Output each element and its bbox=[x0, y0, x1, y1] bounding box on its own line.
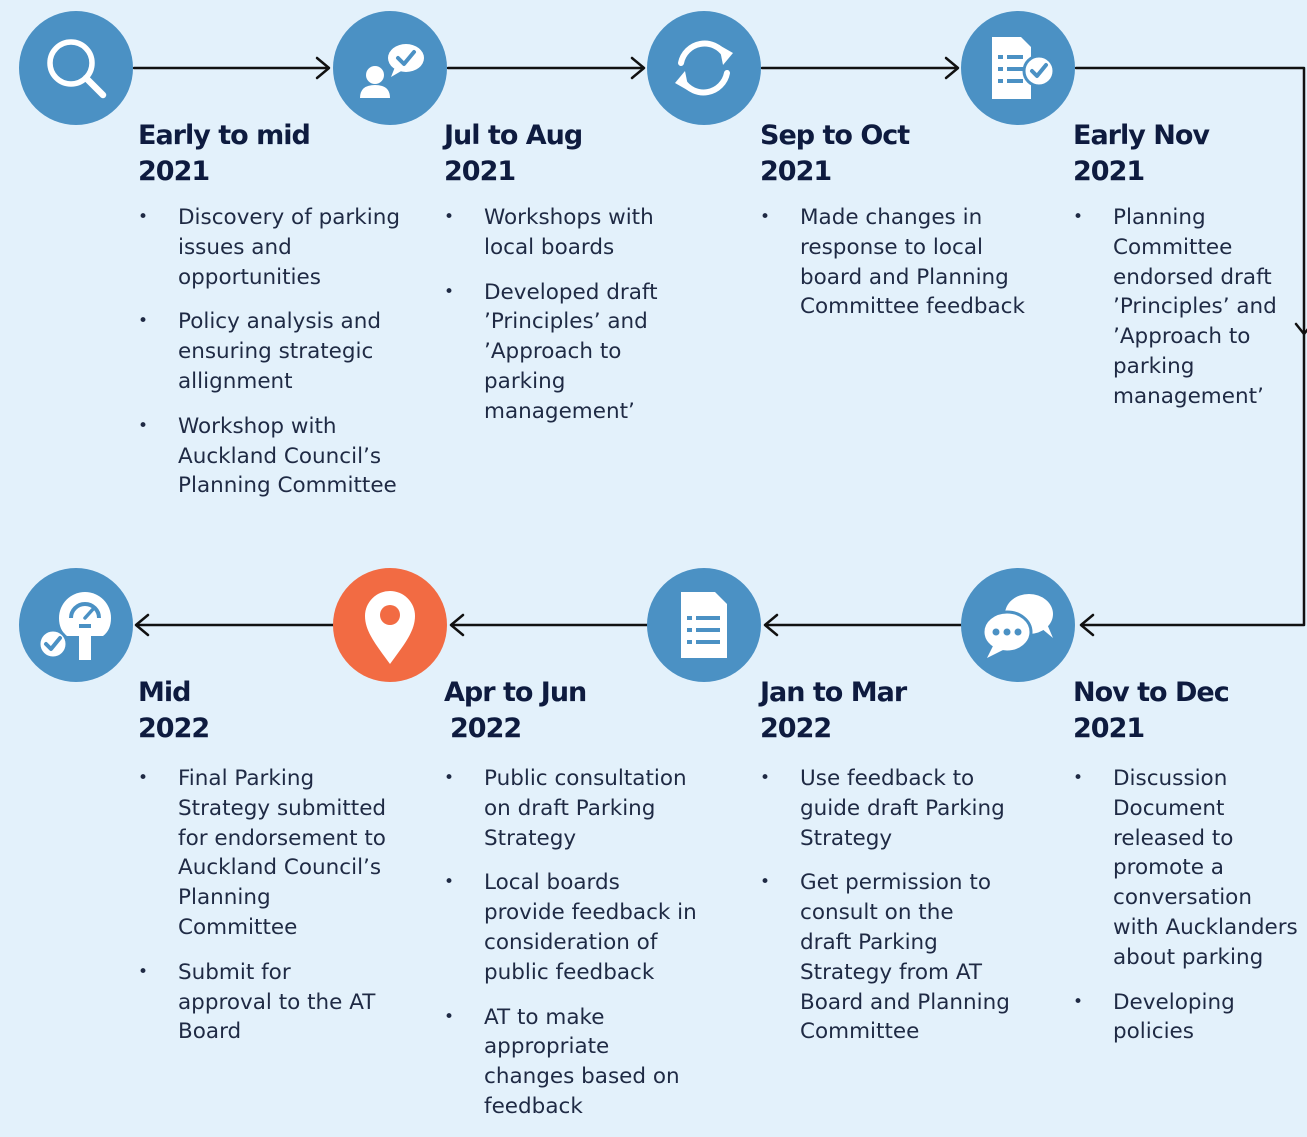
step-5-icon-circle bbox=[961, 568, 1075, 682]
step-2-heading: Jul to Aug 2021 bbox=[444, 118, 583, 190]
bullet: Workshop with Auckland Council’s Plannin… bbox=[138, 412, 406, 501]
bullet: AT to make appropriate changes based on … bbox=[444, 1003, 699, 1122]
step-4-year: 2021 bbox=[1073, 156, 1145, 187]
step-3-bullets: Made changes in response to local board … bbox=[760, 203, 1028, 337]
arrowhead-7-8 bbox=[134, 613, 150, 637]
step-2-bullets: Workshops with local boards Developed dr… bbox=[444, 203, 676, 442]
step-1-period: Early to mid bbox=[138, 120, 311, 151]
step-6-icon-circle bbox=[647, 568, 761, 682]
refresh-icon bbox=[675, 40, 733, 96]
step-8-heading: Mid 2022 bbox=[138, 675, 210, 747]
bullet: Discussion Document released to promote … bbox=[1073, 764, 1298, 973]
step-4-icon-circle bbox=[961, 11, 1075, 125]
arrowhead-3-4 bbox=[944, 56, 960, 80]
step-3-year: 2021 bbox=[760, 156, 832, 187]
bullet: Workshops with local boards bbox=[444, 203, 676, 263]
step-1-bullets: Discovery of parking issues and opportun… bbox=[138, 203, 406, 516]
step-8-year: 2022 bbox=[138, 713, 210, 744]
checklist-document-icon bbox=[992, 37, 1056, 99]
person-chat-check-icon bbox=[360, 44, 424, 98]
step-6-period: Jan to Mar bbox=[760, 677, 907, 708]
step-6-heading: Jan to Mar 2022 bbox=[760, 675, 907, 747]
step-2-period: Jul to Aug bbox=[444, 120, 583, 151]
bullet: Made changes in response to local board … bbox=[760, 203, 1028, 322]
connector-4-5 bbox=[1074, 66, 1306, 627]
step-4-bullets: Planning Committee endorsed draft ’Princ… bbox=[1073, 203, 1283, 427]
step-1-heading: Early to mid 2021 bbox=[138, 118, 311, 190]
bullet: Developing policies bbox=[1073, 988, 1298, 1048]
bullet: Policy analysis and ensuring strategic a… bbox=[138, 307, 406, 396]
step-3-period: Sep to Oct bbox=[760, 120, 910, 151]
parking-meter-check-icon bbox=[37, 592, 111, 660]
step-8-icon-circle bbox=[19, 568, 133, 682]
search-icon bbox=[47, 39, 107, 99]
timeline-connectors bbox=[132, 56, 1307, 637]
arrowhead-6-7 bbox=[449, 613, 465, 637]
document-list-icon bbox=[681, 592, 727, 658]
step-7-bullets: Public consultation on draft Parking Str… bbox=[444, 764, 699, 1137]
step-3-heading: Sep to Oct 2021 bbox=[760, 118, 910, 190]
step-6-bullets: Use feedback to guide draft Parking Stra… bbox=[760, 764, 1010, 1062]
bullet: Developed draft ’Principles’ and ’Approa… bbox=[444, 278, 676, 427]
step-6-year: 2022 bbox=[760, 713, 832, 744]
bullet: Discovery of parking issues and opportun… bbox=[138, 203, 406, 292]
step-5-bullets: Discussion Document released to promote … bbox=[1073, 764, 1298, 1062]
arrowhead-2-3 bbox=[630, 56, 646, 80]
speech-bubbles-icon bbox=[981, 594, 1053, 658]
step-8-period: Mid bbox=[138, 677, 191, 708]
arrowhead-right-side bbox=[1294, 322, 1307, 336]
step-1-year: 2021 bbox=[138, 156, 210, 187]
step-8-bullets: Final Parking Strategy submitted for end… bbox=[138, 764, 388, 1062]
bullet: Submit for approval to the AT Board bbox=[138, 958, 388, 1047]
bullet: Public consultation on draft Parking Str… bbox=[444, 764, 699, 853]
step-2-icon-circle bbox=[333, 11, 447, 125]
step-4-heading: Early Nov 2021 bbox=[1073, 118, 1210, 190]
step-7-heading: Apr to Jun 2022 bbox=[444, 675, 587, 747]
arrowhead-4-5 bbox=[1079, 613, 1095, 637]
arrowhead-1-2 bbox=[315, 56, 331, 80]
step-7-icon-circle bbox=[333, 568, 447, 682]
arrowhead-5-6 bbox=[763, 613, 779, 637]
step-7-period: Apr to Jun bbox=[444, 677, 587, 708]
step-5-period: Nov to Dec bbox=[1073, 677, 1230, 708]
step-5-year: 2021 bbox=[1073, 713, 1145, 744]
bullet: Final Parking Strategy submitted for end… bbox=[138, 764, 388, 943]
step-3-icon-circle bbox=[647, 11, 761, 125]
step-4-period: Early Nov bbox=[1073, 120, 1210, 151]
bullet: Get permission to consult on the draft P… bbox=[760, 868, 1010, 1047]
step-7-year: 2022 bbox=[450, 713, 522, 744]
step-5-heading: Nov to Dec 2021 bbox=[1073, 675, 1230, 747]
bullet: Use feedback to guide draft Parking Stra… bbox=[760, 764, 1010, 853]
location-pin-icon bbox=[365, 591, 415, 664]
step-1-icon-circle bbox=[19, 11, 133, 125]
bullet: Local boards provide feedback in conside… bbox=[444, 868, 699, 987]
step-2-year: 2021 bbox=[444, 156, 516, 187]
bullet: Planning Committee endorsed draft ’Princ… bbox=[1073, 203, 1283, 412]
